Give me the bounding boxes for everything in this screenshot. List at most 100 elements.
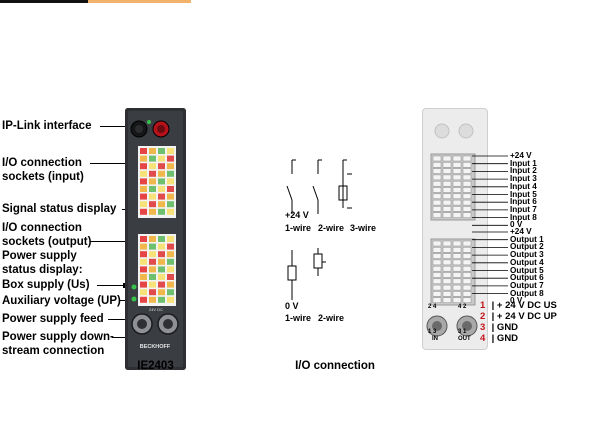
input-label-7: Input 7 bbox=[510, 204, 537, 214]
module-caption: IE2403 bbox=[137, 360, 174, 372]
pin-cell bbox=[140, 170, 147, 177]
schematic-pin bbox=[462, 162, 472, 168]
schematic-pin bbox=[442, 253, 452, 259]
pin-cell bbox=[140, 258, 147, 265]
schematic-pin bbox=[442, 155, 452, 162]
label-io-output-2: sockets (output) bbox=[2, 236, 92, 248]
pin-cell bbox=[158, 148, 165, 154]
pin-cell bbox=[158, 296, 165, 303]
pin-cell bbox=[158, 274, 165, 280]
input-label-4: Input 4 bbox=[510, 181, 537, 191]
pin-cell bbox=[149, 178, 156, 185]
output-label-3: Output 3 bbox=[510, 250, 544, 260]
pin-cell bbox=[149, 201, 156, 208]
schematic-pin bbox=[442, 162, 452, 168]
in-pins-top: 2 4 bbox=[428, 304, 437, 310]
svg-text:BECKHOFF: BECKHOFF bbox=[140, 344, 171, 350]
power-legend-text: | + 24 V DC UP bbox=[489, 311, 557, 322]
power-legend-num: 1 bbox=[480, 300, 486, 311]
module-graphic: 24V DC BECKHOFF bbox=[125, 108, 186, 370]
label-ps-down-2: stream connection bbox=[2, 345, 105, 357]
schematic-pin bbox=[462, 168, 472, 174]
schematic-pin bbox=[452, 174, 462, 181]
output-label-9: 0 V bbox=[510, 296, 523, 306]
schematic-pin bbox=[452, 168, 462, 174]
pin-cell bbox=[158, 201, 165, 208]
label-ps-status-2: status display: bbox=[2, 264, 83, 276]
pin-cell bbox=[140, 193, 147, 200]
pin-cell bbox=[167, 258, 174, 265]
pin-cell bbox=[167, 148, 174, 154]
pin-cell bbox=[158, 186, 165, 192]
pin-cell bbox=[149, 193, 156, 200]
input-label-0: +24 V bbox=[510, 151, 532, 160]
schematic-pin bbox=[452, 240, 462, 247]
power-legend-item: 2 | + 24 V DC UP bbox=[480, 311, 557, 322]
schematic-pin bbox=[432, 272, 442, 278]
out-pins-top: 4 2 bbox=[458, 304, 467, 310]
pin-cell bbox=[158, 289, 165, 296]
schematic-pin bbox=[462, 193, 472, 200]
io-connection-diagram bbox=[286, 159, 352, 300]
pin-cell bbox=[140, 251, 147, 258]
schematic-pin bbox=[462, 259, 472, 266]
label-ps-feed: Power supply feed bbox=[2, 313, 104, 325]
pin-cell bbox=[158, 258, 165, 265]
top-bar-accent bbox=[88, 0, 191, 3]
power-legend-num: 2 bbox=[480, 311, 486, 322]
schematic-pin bbox=[432, 199, 442, 206]
pin-cell bbox=[158, 170, 165, 177]
schematic-pin bbox=[442, 168, 452, 174]
schematic-pin bbox=[462, 272, 472, 278]
power-legend-item: 1 | + 24 V DC US bbox=[480, 300, 557, 311]
pin-cell bbox=[140, 148, 147, 154]
input-label-5: Input 5 bbox=[510, 189, 537, 199]
schematic-pin bbox=[432, 206, 442, 212]
schematic-pin bbox=[442, 180, 452, 187]
output-label-2: Output 2 bbox=[510, 242, 544, 252]
out-label: OUT bbox=[458, 336, 471, 342]
schematic-pin bbox=[452, 199, 462, 206]
pin-cell bbox=[167, 163, 174, 170]
schematic-pin bbox=[462, 212, 472, 218]
pin-cell bbox=[158, 243, 165, 250]
pin-cell bbox=[140, 178, 147, 185]
pin-cell bbox=[158, 193, 165, 200]
io-top-wire-1: 1-wire bbox=[285, 223, 312, 233]
module-schematic bbox=[422, 108, 488, 350]
schematic-pin bbox=[452, 278, 462, 285]
schematic-pin bbox=[432, 162, 442, 168]
schematic-pin bbox=[452, 259, 462, 266]
ie2403-module: 24V DC BECKHOFF bbox=[125, 108, 186, 370]
schematic-pin bbox=[452, 162, 462, 168]
schematic-pin bbox=[442, 212, 452, 218]
pin-cell bbox=[167, 289, 174, 296]
schematic-pin bbox=[452, 193, 462, 200]
pin-cell bbox=[140, 274, 147, 280]
pin-cell bbox=[149, 266, 156, 273]
schematic-pin bbox=[452, 253, 462, 259]
pin-cell bbox=[158, 281, 165, 288]
pin-cell bbox=[158, 163, 165, 170]
power-legend-num: 4 bbox=[480, 333, 486, 344]
pin-cell bbox=[158, 251, 165, 258]
schematic-pin bbox=[442, 284, 452, 291]
pin-cell bbox=[167, 236, 174, 242]
pin-cell bbox=[149, 155, 156, 162]
schematic-pin bbox=[432, 174, 442, 181]
schematic-pin bbox=[462, 199, 472, 206]
pin-cell bbox=[140, 163, 147, 170]
pin-cell bbox=[149, 186, 156, 192]
schematic-pin bbox=[442, 278, 452, 285]
output-label-8: Output 8 bbox=[510, 288, 544, 298]
schematic-pin bbox=[452, 206, 462, 212]
io-top-voltage: +24 V bbox=[285, 210, 309, 220]
schematic-pin bbox=[432, 291, 442, 297]
schematic-pin bbox=[432, 247, 442, 253]
schematic-pin bbox=[432, 278, 442, 285]
pin-cell bbox=[149, 274, 156, 280]
output-label-1: Output 1 bbox=[510, 234, 544, 244]
pin-cell bbox=[149, 170, 156, 177]
label-io-input-2: sockets (input) bbox=[2, 171, 84, 183]
pin-cell bbox=[158, 178, 165, 185]
